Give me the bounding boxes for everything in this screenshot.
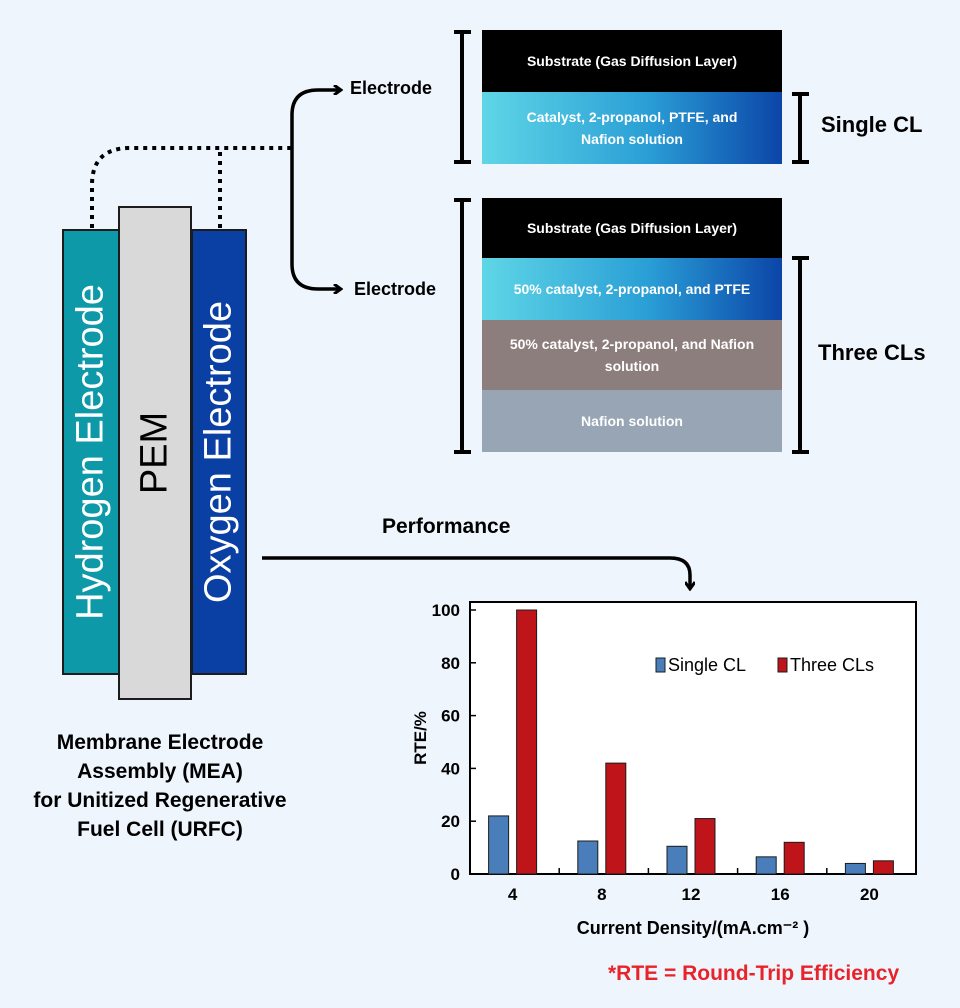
layer-text: Substrate (Gas Diffusion Layer)	[526, 53, 738, 69]
bar-single-cl	[844, 862, 866, 875]
bar-three-cls	[605, 762, 627, 875]
legend-label-three-cls: Three CLs	[790, 655, 874, 675]
y-tick-label: 0	[451, 865, 460, 884]
mea-caption-line: Membrane Electrode	[56, 731, 264, 754]
x-tick-label: 12	[682, 885, 701, 904]
layer-substrate-top: Substrate (Gas Diffusion Layer)	[482, 30, 782, 92]
layer-catalyst-nafion: 50% catalyst, 2-propanol, and Nafion sol…	[482, 320, 782, 390]
x-axis-label: Current Density/(mA.cm⁻² )	[577, 918, 810, 938]
mea-caption: Membrane Electrode Assembly (MEA) for Un…	[0, 728, 320, 844]
y-tick-label: 40	[441, 759, 460, 778]
bar-single-cl	[488, 815, 510, 875]
x-tick-label: 8	[597, 885, 606, 904]
hydrogen-electrode: Hydrogen Electrode	[62, 229, 120, 675]
layer-catalyst-single: Catalyst, 2-propanol, PTFE, and Nafion s…	[482, 92, 782, 164]
layer-substrate-bottom: Substrate (Gas Diffusion Layer)	[482, 198, 782, 258]
bracket-bottom-left	[454, 198, 471, 454]
bar-single-cl	[666, 845, 688, 875]
layer-nafion-solution: Nafion solution	[482, 390, 782, 452]
bar-three-cls	[694, 818, 716, 875]
bar-single-cl	[755, 856, 777, 875]
y-axis-label: RTE/%	[411, 711, 430, 765]
layer-text: Substrate (Gas Diffusion Layer)	[526, 220, 738, 236]
bar-three-cls	[872, 860, 894, 875]
mea-caption-line: for Unitized Regenerative	[33, 789, 287, 812]
three-cls-label: Three CLs	[818, 340, 926, 365]
layer-text: 50% catalyst, 2-propanol, and PTFE	[513, 281, 751, 297]
bar-single-cl	[577, 840, 599, 875]
layer-text: 50% catalyst, 2-propanol, and Nafion sol…	[509, 336, 755, 374]
bracket-three-cls	[792, 256, 809, 454]
layer-text: Catalyst, 2-propanol, PTFE, and Nafion s…	[526, 109, 738, 147]
plot-area	[469, 601, 917, 875]
pem-label: PEM	[133, 411, 176, 495]
x-tick-label: 4	[508, 885, 518, 904]
y-tick-label: 100	[432, 601, 460, 620]
split-arrow-top	[290, 90, 340, 148]
rte-bar-chart: 0 20 40 60 80 100 4 8 12 16 20 RTE/% Current Densi…	[411, 601, 917, 938]
mea-caption-line: Assembly (MEA)	[77, 760, 243, 783]
electrode-label-bottom: Electrode	[354, 279, 437, 299]
split-arrow-bottom	[290, 148, 340, 289]
electrode-label-top: Electrode	[350, 78, 433, 98]
y-tick-label: 20	[441, 812, 460, 831]
single-cl-label: Single CL	[821, 112, 923, 137]
mea-caption-line: Fuel Cell (URFC)	[77, 818, 243, 841]
legend-label-single-cl: Single CL	[668, 655, 746, 675]
hydrogen-electrode-label: Hydrogen Electrode	[69, 284, 112, 620]
bracket-top-left	[454, 30, 471, 164]
layer-text: Nafion solution	[581, 413, 683, 429]
performance-label: Performance	[382, 515, 511, 538]
x-tick-label: 20	[860, 885, 879, 904]
legend-swatch-three-cls	[777, 657, 788, 673]
performance-arrow	[262, 556, 690, 588]
dotted-wire	[90, 146, 292, 228]
bar-three-cls	[516, 609, 538, 875]
bar-three-cls	[783, 841, 805, 875]
oxygen-electrode-label: Oxygen Electrode	[197, 300, 240, 604]
x-tick-label: 16	[771, 885, 790, 904]
oxygen-electrode: Oxygen Electrode	[191, 229, 247, 675]
legend-swatch-single-cl	[655, 657, 666, 673]
pem-membrane: PEM	[118, 206, 192, 700]
y-tick-label: 80	[441, 654, 460, 673]
rte-footnote: *RTE = Round-Trip Efficiency	[608, 962, 900, 985]
bracket-single-cl	[792, 92, 809, 164]
y-tick-label: 60	[441, 707, 460, 726]
layer-catalyst-ptfe: 50% catalyst, 2-propanol, and PTFE	[482, 258, 782, 320]
